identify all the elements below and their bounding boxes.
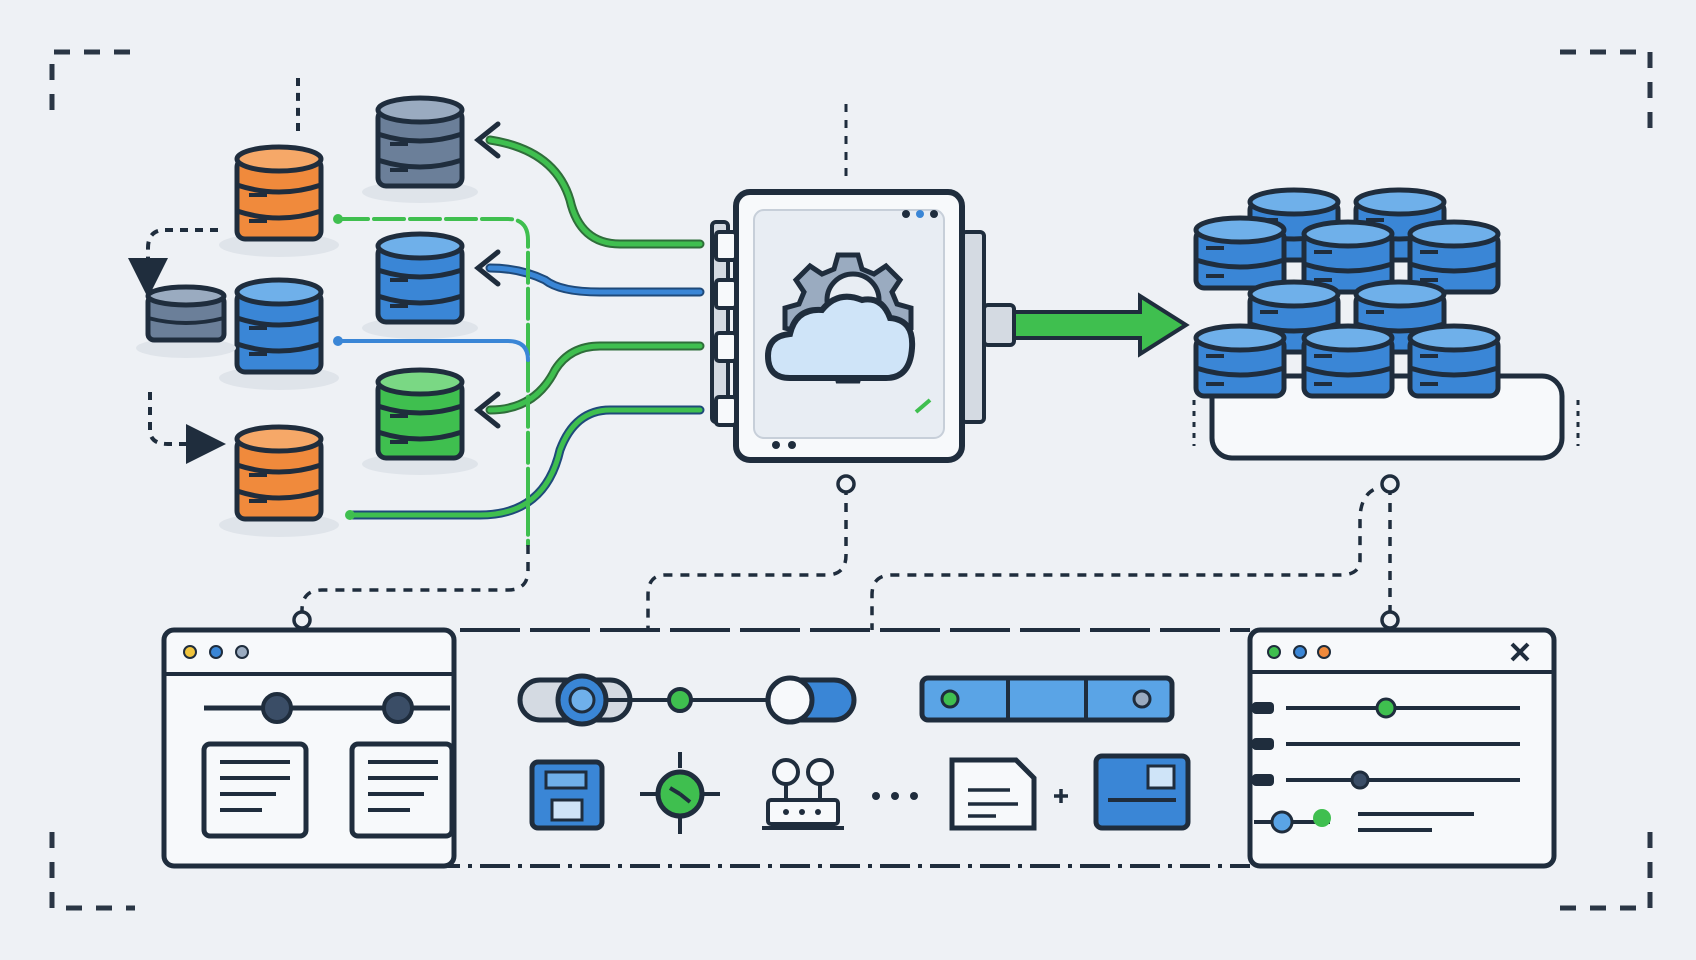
toggle-icon[interactable] [517, 673, 857, 727]
cloud-icon [764, 293, 916, 381]
document-icon[interactable] [201, 741, 309, 839]
progress-bar-icon[interactable] [919, 675, 1175, 723]
slider-icon[interactable] [204, 692, 450, 724]
dest-db-green [362, 367, 478, 475]
output-db-cluster [1193, 187, 1501, 399]
network-icon[interactable] [762, 758, 844, 830]
plus-icon [1054, 789, 1068, 803]
dest-db-blue [362, 231, 478, 339]
left-settings-window [161, 627, 457, 869]
dest-db-slate [362, 95, 478, 203]
source-db-blue-middle [219, 277, 339, 390]
document-icon[interactable] [349, 741, 455, 839]
cluster-db [1193, 215, 1287, 291]
flow-connectors [333, 121, 705, 547]
document-icon[interactable] [949, 757, 1037, 831]
ellipsis-icon [872, 792, 918, 800]
cluster-db [1407, 323, 1501, 399]
output-arrow [1012, 292, 1190, 358]
close-icon[interactable] [1510, 642, 1530, 662]
processor-unit [710, 104, 1016, 463]
window-icon[interactable] [1093, 753, 1191, 831]
slider-icon[interactable] [1252, 697, 1520, 834]
center-toolbar [517, 673, 1191, 834]
floppy-icon[interactable] [529, 759, 605, 831]
cluster-db [1193, 323, 1287, 399]
frame-corners [49, 49, 1653, 911]
source-db-orange-top [219, 144, 339, 257]
bottom-container [330, 628, 1250, 868]
source-db-orange-bottom [219, 424, 339, 537]
cluster-db [1301, 323, 1395, 399]
bottom-connectors [292, 474, 1400, 630]
right-settings-window [1247, 627, 1557, 869]
source-loop-connectors [128, 77, 300, 464]
timer-icon[interactable] [640, 752, 720, 834]
cluster-db [1407, 219, 1501, 295]
source-db-slate-small [136, 284, 236, 358]
cluster-db [1301, 219, 1395, 295]
